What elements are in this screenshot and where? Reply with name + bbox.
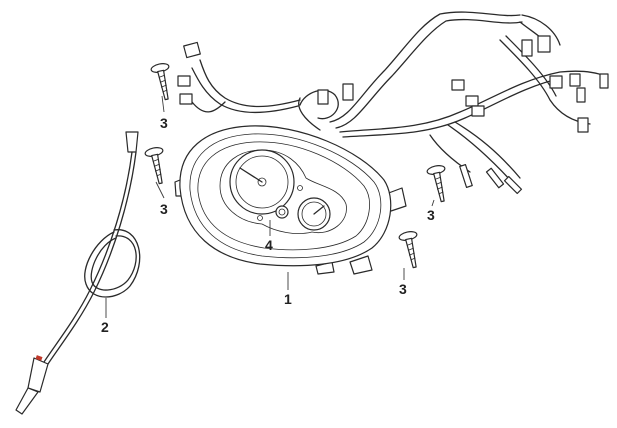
callout-speedometer-cable: 2 [101,319,109,335]
callout-speedometer-assembly: 1 [284,291,292,307]
callout-screw-top-left: 3 [160,115,168,131]
leader-lines [105,95,435,318]
wiring-harness [177,11,609,195]
cable-marker [35,355,43,361]
speedometer-cable [15,131,141,415]
callout-screw-left: 3 [160,201,168,217]
screw-right-lower [398,231,418,269]
callout-screw-right-upper: 3 [427,207,435,223]
callout-indicator-bulb: 4 [265,237,273,253]
callout-screw-right-lower: 3 [399,281,407,297]
speedometer-assembly [174,125,407,275]
screw-right-upper [426,165,446,203]
screw-left [144,147,164,185]
screw-top-left [150,63,170,101]
